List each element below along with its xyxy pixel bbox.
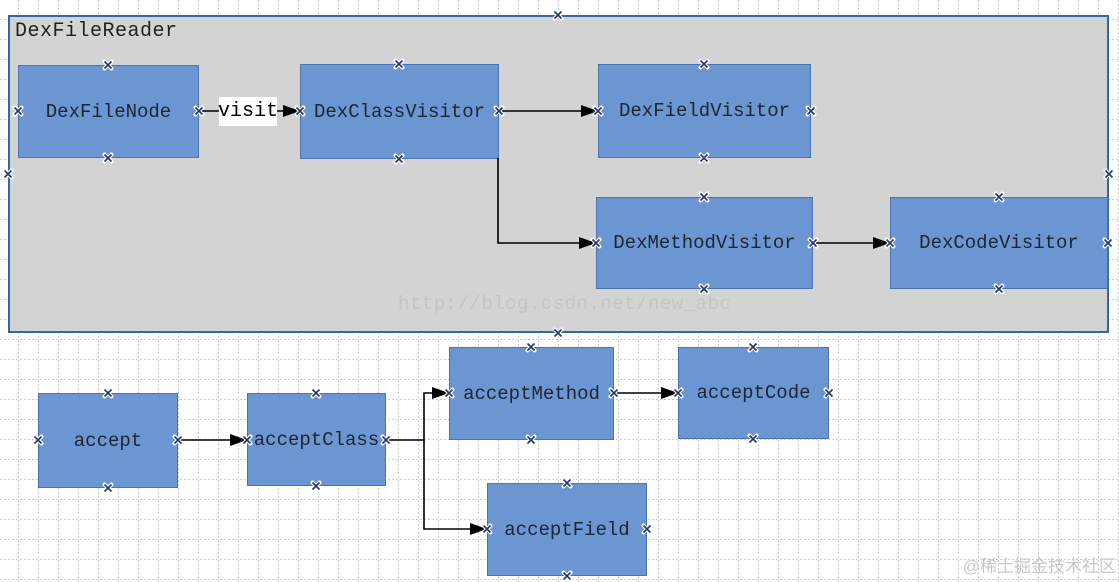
node-dexfieldvisitor[interactable]: DexFieldVisitor (598, 64, 811, 158)
node-dexmethodvisitor[interactable]: DexMethodVisitor (596, 197, 813, 289)
node-accept[interactable]: accept (38, 393, 178, 488)
node-acceptmethod[interactable]: acceptMethod (449, 347, 614, 440)
node-acceptcode[interactable]: acceptCode (678, 347, 829, 439)
csdn-watermark: http://blog.csdn.net/new_abc (398, 293, 732, 315)
node-acceptfield[interactable]: acceptField (487, 483, 647, 576)
node-acceptclass[interactable]: acceptClass (247, 393, 386, 486)
juejin-watermark: @稀土掘金技术社区 (962, 557, 1116, 576)
edge-label-visit: visit (218, 97, 278, 126)
group-title: DexFileReader (15, 20, 178, 43)
node-dexcodevisitor[interactable]: DexCodeVisitor (890, 197, 1108, 289)
node-dexfilenode[interactable]: DexFileNode (18, 65, 199, 158)
node-dexclassvisitor[interactable]: DexClassVisitor (300, 64, 499, 159)
